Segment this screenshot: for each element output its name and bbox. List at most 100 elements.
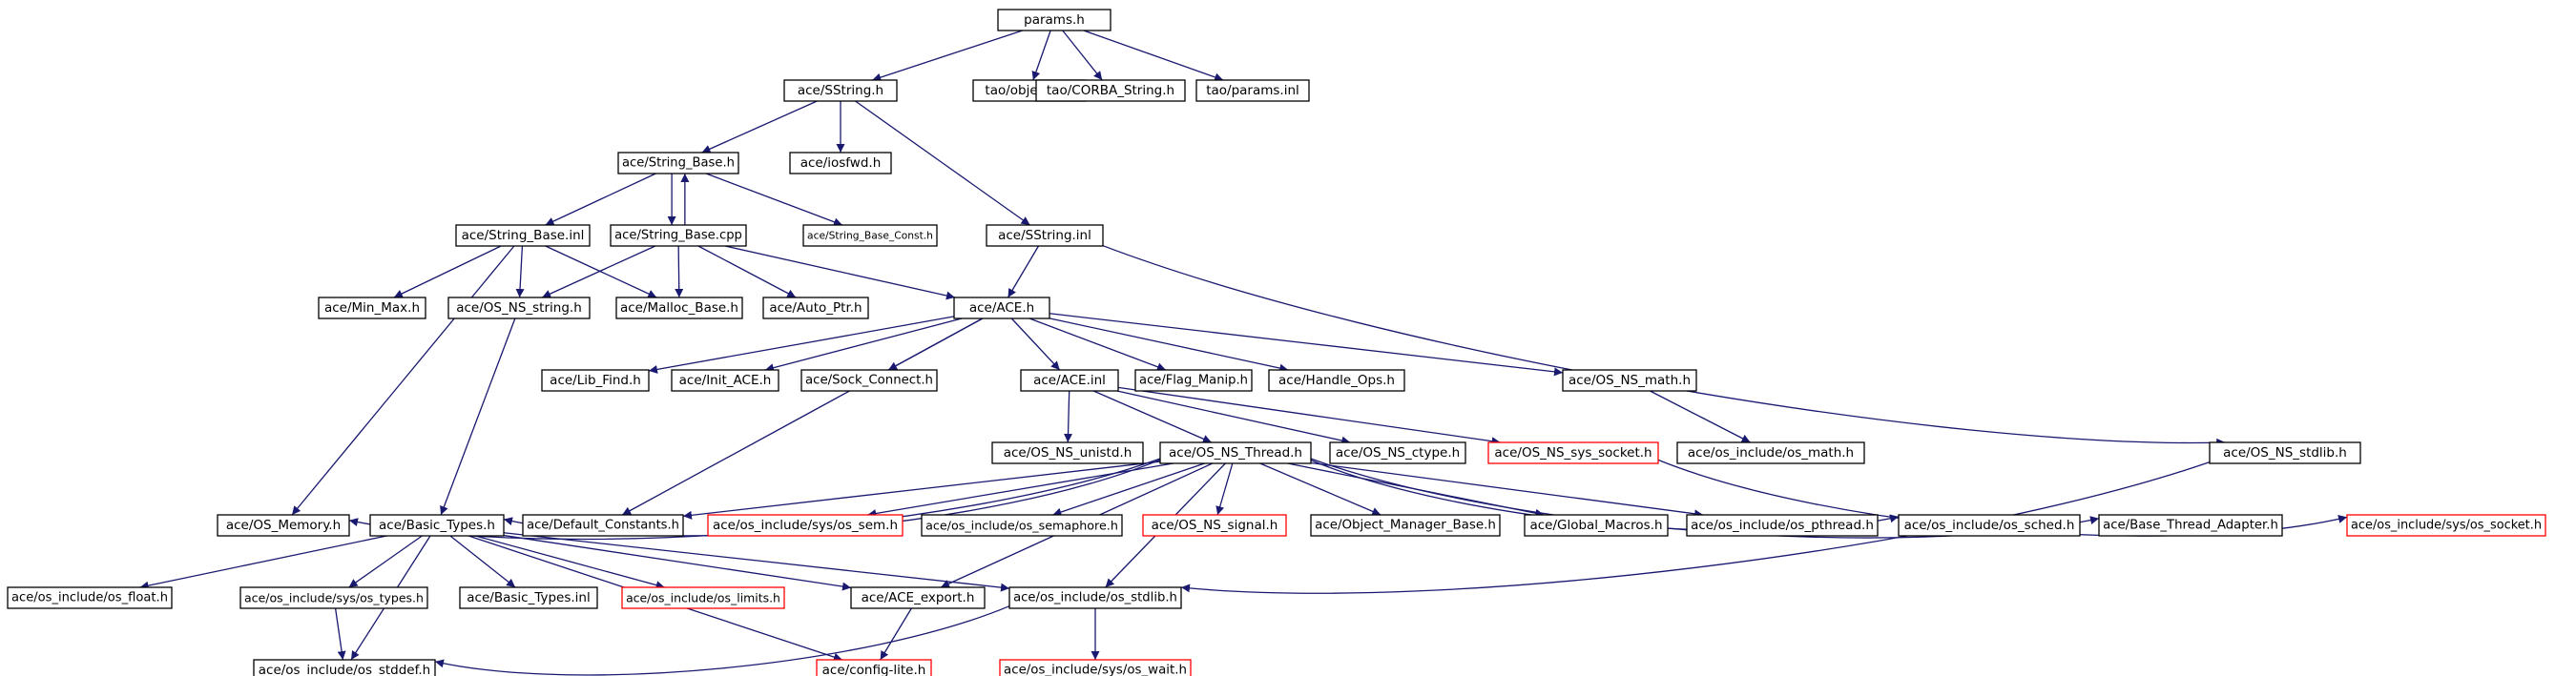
graph-node[interactable]: ace/OS_NS_stdlib.h (2209, 441, 2361, 464)
graph-node[interactable]: ace/os_include/sys/os_wait.h (999, 659, 1192, 676)
graph-node[interactable]: ace/OS_NS_ctype.h (1329, 441, 1466, 464)
graph-node[interactable]: ace/iosfwd.h (789, 152, 892, 174)
dependency-edge (503, 532, 1010, 592)
graph-node[interactable]: ace/Min_Max.h (318, 297, 426, 319)
graph-node-box (610, 224, 747, 247)
dependency-edge (1049, 318, 1289, 373)
edges-layer (139, 30, 2348, 676)
graph-node[interactable]: ace/OS_NS_unistd.h (991, 441, 1144, 464)
graph-node-box (1898, 514, 2081, 537)
dependency-edge (334, 607, 346, 661)
graph-node[interactable]: ace/Handle_Ops.h (1268, 369, 1405, 392)
dependency-edge (867, 462, 1174, 518)
graph-node[interactable]: ace/os_include/os_semaphore.h (921, 514, 1123, 537)
graph-node-box (986, 224, 1104, 247)
dependency-edge (1102, 245, 2226, 447)
graph-node-label: ace/OS_NS_string.h (456, 300, 582, 316)
graph-node[interactable]: ace/os_include/os_stddef.h (253, 659, 436, 676)
graph-node-label: ace/String_Base.h (622, 156, 735, 171)
dependency-edge (1062, 30, 1103, 81)
graph-node-box (953, 297, 1050, 319)
graph-node[interactable]: ace/os_include/sys/os_sem.h (707, 514, 904, 537)
graph-node[interactable]: tao/params.inl (1195, 79, 1310, 102)
graph-node[interactable]: ace/OS_NS_string.h (447, 297, 591, 319)
graph-node[interactable]: ace/ACE_export.h (850, 586, 986, 609)
graph-node-label: ace/os_include/os_semaphore.h (925, 519, 1118, 533)
graph-node-box (522, 514, 684, 537)
graph-node-label: ace/os_include/os_float.h (11, 591, 168, 605)
graph-node-box (2209, 441, 2361, 464)
graph-node[interactable]: ace/Object_Manager_Base.h (1310, 514, 1501, 537)
graph-node-label: ace/OS_NS_ctype.h (1336, 445, 1460, 461)
dependency-edge (701, 100, 818, 154)
graph-node-box (789, 152, 892, 174)
graph-node[interactable]: ace/SString.inl (986, 224, 1104, 247)
graph-node[interactable]: ace/OS_Memory.h (217, 514, 350, 537)
graph-node-label: ace/Init_ACE.h (679, 373, 772, 388)
graph-node-label: ace/String_Base.inl (462, 228, 585, 243)
graph-node[interactable]: ace/Basic_Types.inl (459, 586, 598, 609)
graph-node[interactable]: ace/SString.h (783, 79, 898, 102)
graph-node[interactable]: ace/Malloc_Base.h (615, 297, 743, 319)
graph-node[interactable]: ace/Init_ACE.h (671, 369, 779, 392)
graph-node[interactable]: ace/String_Base.inl (455, 224, 591, 247)
graph-node-label: ace/Sock_Connect.h (805, 374, 933, 388)
dependency-edge (393, 245, 502, 298)
graph-node-label: ace/Default_Constants.h (527, 519, 679, 533)
graph-node-box (7, 586, 173, 609)
graph-node[interactable]: ace/Default_Constants.h (522, 514, 684, 537)
graph-node-box (991, 441, 1144, 464)
graph-node[interactable]: ace/OS_NS_Thread.h (1159, 441, 1312, 464)
graph-node[interactable]: ace/Basic_Types.h (369, 514, 505, 537)
graph-node[interactable]: tao/CORBA_String.h (1035, 79, 1186, 102)
graph-node-label: ace/ACE.h (969, 300, 1034, 316)
dependency-edge (1310, 461, 1704, 519)
dependency-edge (434, 605, 1010, 676)
dependency-edge (1049, 313, 1564, 377)
graph-node[interactable]: ace/OS_NS_signal.h (1142, 514, 1287, 537)
graph-node[interactable]: ace/ACE.inl (1020, 369, 1119, 392)
graph-node[interactable]: ace/os_include/os_pthread.h (1686, 514, 1879, 537)
graph-node-box (617, 152, 739, 174)
graph-node[interactable]: ace/Lib_Find.h (541, 369, 650, 392)
graph-node[interactable]: ace/Global_Macros.h (1524, 514, 1669, 537)
graph-node-label: ace/Handle_Ops.h (1278, 373, 1395, 388)
graph-node-label: ace/Global_Macros.h (1529, 518, 1662, 533)
graph-node-box (615, 297, 743, 319)
graph-node[interactable]: ace/os_include/os_stdlib.h (1008, 586, 1182, 609)
graph-node[interactable]: ace/Auto_Ptr.h (762, 297, 869, 319)
dependency-edge (545, 173, 656, 226)
dependency-edge (449, 535, 516, 588)
graph-node-box (447, 297, 591, 319)
graph-node-label: ace/iosfwd.h (800, 155, 882, 171)
graph-node[interactable]: ace/String_Base.h (617, 152, 739, 174)
graph-node[interactable]: ace/OS_NS_sys_socket.h (1487, 441, 1659, 464)
graph-node[interactable]: ace/Sock_Connect.h (800, 369, 938, 392)
graph-node[interactable]: ace/os_include/os_math.h (1676, 441, 1865, 464)
dependency-edge (1092, 390, 1213, 443)
graph-node-box (1142, 514, 1287, 537)
graph-node[interactable]: ace/String_Base.cpp (610, 224, 747, 247)
graph-node-box (1686, 514, 1879, 537)
graph-node-label: ace/OS_NS_signal.h (1152, 518, 1278, 533)
graph-node[interactable]: ace/ACE.h (953, 297, 1050, 319)
graph-node-label: ace/os_include/sys/os_types.h (244, 591, 424, 605)
graph-node[interactable]: ace/String_Base_Const.h (802, 224, 938, 247)
graph-node-box (800, 369, 938, 392)
graph-node-label: ace/Basic_Types.inl (467, 590, 590, 605)
graph-node[interactable]: ace/config-lite.h (816, 659, 932, 676)
dependency-edge (872, 30, 1023, 82)
graph-node[interactable]: ace/OS_NS_math.h (1562, 369, 1697, 392)
graph-node[interactable]: ace/os_include/sys/os_socket.h (2346, 514, 2546, 537)
graph-node[interactable]: ace/Flag_Manip.h (1134, 369, 1253, 392)
graph-node[interactable]: ace/Base_Thread_Adapter.h (2098, 514, 2283, 537)
graph-node-label: ace/os_include/os_math.h (1688, 445, 1854, 461)
graph-node[interactable]: ace/os_include/os_limits.h (621, 586, 785, 609)
graph-node[interactable]: ace/os_include/os_sched.h (1898, 514, 2081, 537)
graph-node[interactable]: ace/os_include/os_float.h (7, 586, 173, 609)
dependency-edge (764, 318, 963, 373)
graph-node-label: ace/OS_NS_math.h (1568, 373, 1691, 388)
dependency-edge (1180, 461, 2211, 594)
graph-node[interactable]: ace/os_include/sys/os_types.h (239, 586, 428, 609)
